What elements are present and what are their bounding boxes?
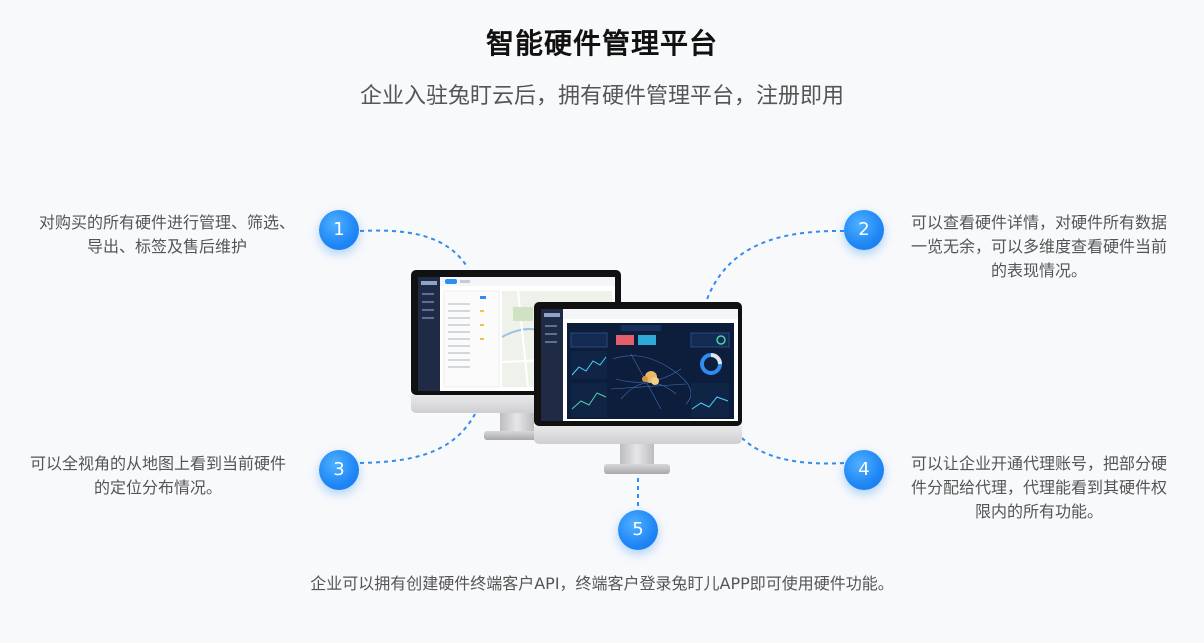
connector-1: [359, 229, 469, 269]
feature-2-badge: 2: [844, 210, 884, 250]
feature-1-badge: 1: [319, 210, 359, 250]
feature-4-description: 可以让企业开通代理账号，把部分硬 件分配给代理，代理能看到其硬件权 限内的所有功…: [910, 454, 1167, 521]
feature-3-badge: 3: [319, 450, 359, 490]
feature-4-badge: 4: [844, 450, 884, 490]
feature-1-description: 对购买的所有硬件进行管理、筛选、 导出、标签及售后维护: [38, 213, 295, 256]
connector-3: [359, 413, 476, 464]
data-dashboard-screen: [541, 309, 738, 421]
feature-5-badge: 5: [618, 510, 658, 550]
feature-2-description: 可以查看硬件详情，对硬件所有数据 一览无余，可以多维度查看硬件当前 的表现情况。: [910, 213, 1167, 280]
connector-2: [705, 229, 845, 303]
page-subtitle: 企业入驻兔盯云后，拥有硬件管理平台，注册即用: [359, 84, 844, 109]
feature-5-description: 企业可以拥有创建硬件终端客户API，终端客户登录兔盯儿APP即可使用硬件功能。: [310, 574, 894, 593]
feature-3-description: 可以全视角的从地图上看到当前硬件 的定位分布情况。: [29, 454, 286, 497]
page-title: 智能硬件管理平台: [485, 27, 718, 60]
connector-4: [741, 437, 845, 465]
